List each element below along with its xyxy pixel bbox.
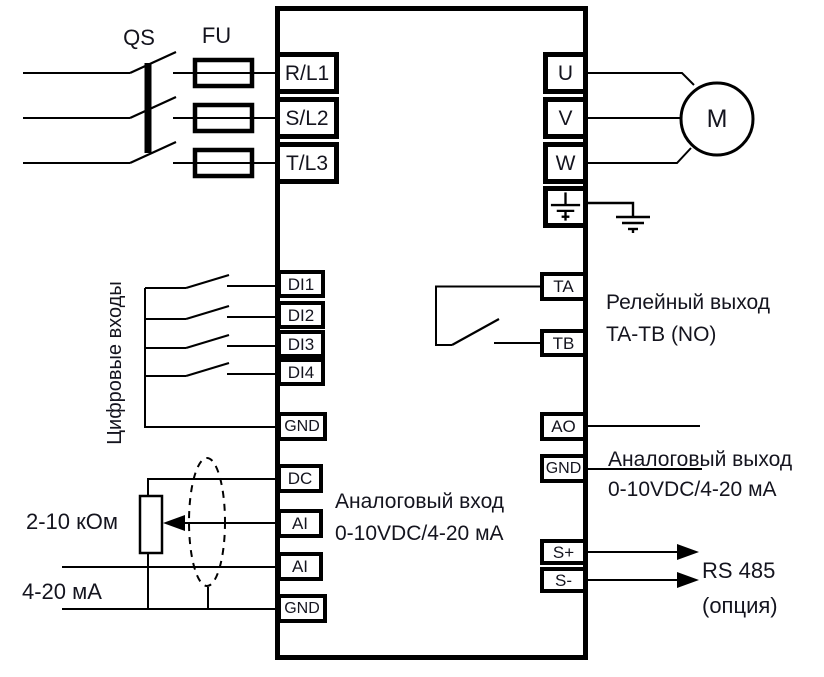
- analog-output-label: Аналоговый выход 0-10VDC/4-20 мА: [608, 445, 792, 505]
- rs485-arrowhead-icon: [677, 572, 699, 588]
- terminal-gnd-analog-out: GND: [540, 454, 587, 483]
- disconnect-switch-icon: [129, 50, 177, 165]
- analog-input-label-line2: 0-10VDC/4-20 мА: [335, 522, 504, 545]
- terminal-di1: DI1: [277, 270, 325, 298]
- motor-label: M: [706, 105, 728, 133]
- shield-ellipse-icon: [188, 457, 226, 587]
- rs485-label-line2: (опция): [702, 593, 778, 618]
- analog-output-label-line1: Аналоговый выход: [608, 448, 793, 471]
- wiper-arrowhead-icon: [163, 515, 185, 531]
- analog-output-label-line2: 0-10VDC/4-20 мА: [608, 478, 777, 501]
- power-input-wires: [23, 72, 277, 164]
- analog-input-label: Аналоговый вход 0-10VDC/4-20 мА: [335, 486, 504, 550]
- ground-icon: [550, 192, 581, 221]
- terminal-tb: TB: [540, 329, 587, 357]
- current-loop-range-label: 4-20 мА: [22, 579, 102, 604]
- terminal-r-l1: R/L1: [275, 52, 339, 94]
- fuse-icons: [192, 57, 255, 179]
- potentiometer-icon: [138, 494, 164, 555]
- rs485-arrowhead-icon: [677, 544, 699, 560]
- rs485-arrow-icons: [588, 551, 678, 581]
- terminal-di4: DI4: [277, 358, 325, 386]
- relay-output-label: Релейный выход TA-TB (NO): [606, 287, 770, 351]
- earth-icon-external: [588, 201, 650, 233]
- terminal-t-l3: T/L3: [275, 142, 339, 184]
- terminal-gnd-analog-in: GND: [277, 594, 327, 623]
- analog-input-label-line1: Аналоговый вход: [335, 490, 505, 513]
- terminal-w: W: [543, 142, 588, 184]
- motor-circle-icon: [679, 81, 755, 157]
- terminal-u: U: [543, 52, 588, 94]
- terminal-dc: DC: [277, 464, 323, 493]
- terminal-s-plus: S+: [540, 539, 587, 565]
- relay-output-label-line1: Релейный выход: [606, 291, 770, 314]
- terminal-ta: TA: [540, 272, 587, 301]
- terminal-di2: DI2: [277, 301, 325, 329]
- digital-inputs-group-label: Цифровые входы: [104, 281, 126, 445]
- rs485-label-line1: RS 485: [702, 558, 776, 583]
- terminal-s-minus: S-: [540, 567, 587, 593]
- qs-label: QS: [123, 25, 155, 50]
- terminal-ao: AO: [540, 412, 587, 441]
- terminal-di3: DI3: [277, 330, 325, 358]
- relay-contact-icon: [435, 285, 540, 346]
- terminal-ai-voltage: AI: [277, 509, 323, 538]
- analog-output-wires: [588, 425, 702, 470]
- terminal-earth: [543, 186, 588, 228]
- rs485-label: RS 485 (опция): [702, 553, 778, 623]
- fu-label: FU: [201, 23, 232, 48]
- terminal-v: V: [543, 97, 588, 139]
- terminal-gnd-digital: GND: [277, 412, 327, 441]
- relay-output-label-line2: TA-TB (NO): [606, 323, 717, 346]
- motor-wires: [588, 72, 695, 164]
- terminal-s-l2: S/L2: [275, 97, 339, 139]
- digital-input-switch-icons: [144, 273, 277, 428]
- potentiometer-range-label: 2-10 кОм: [26, 509, 119, 534]
- terminal-ai-current: AI: [277, 552, 323, 581]
